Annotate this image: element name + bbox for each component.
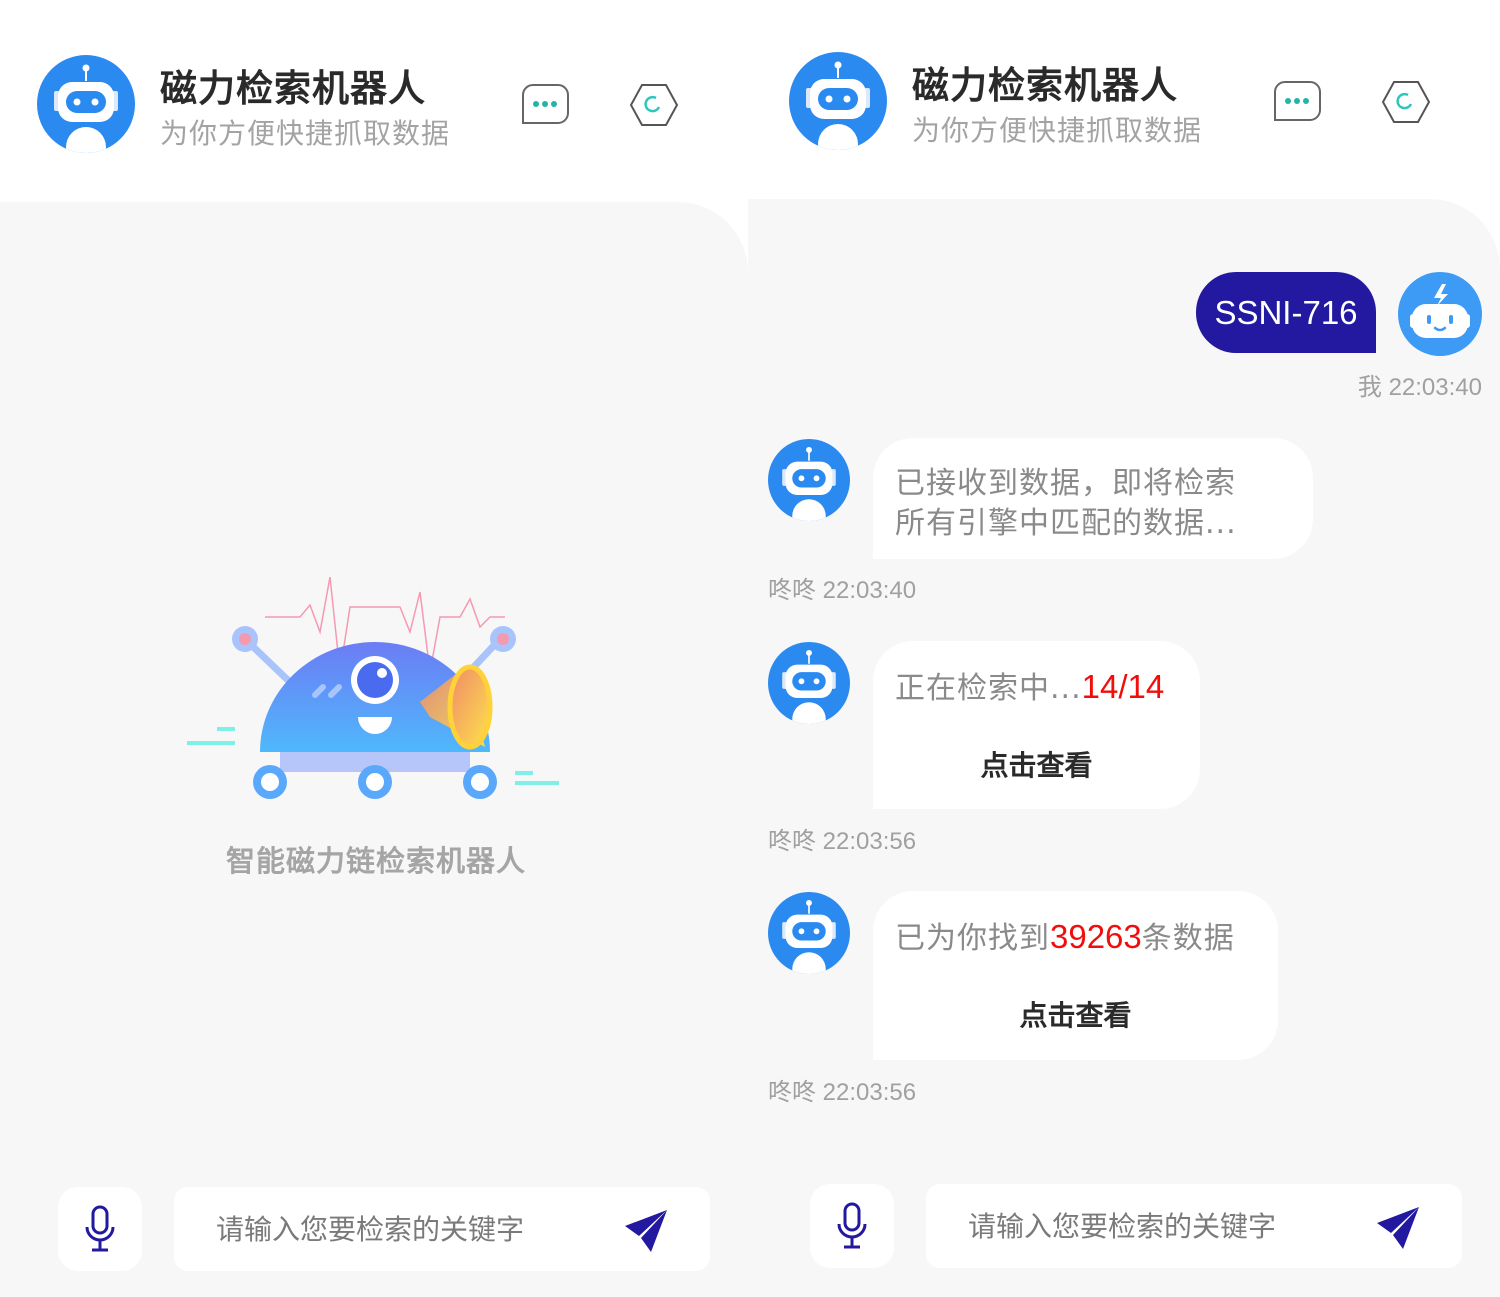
hexagon-refresh-icon: [629, 84, 679, 126]
app-title: 磁力检索机器人: [160, 67, 426, 110]
bot-avatar: [768, 439, 850, 521]
result-prefix: 已为你找到: [895, 921, 1050, 956]
chat-body: SSNI-716 我 22:03:40: [748, 199, 1500, 1297]
chat-bubble-icon: [1274, 81, 1321, 121]
search-input[interactable]: [216, 1187, 596, 1271]
bot-avatar: [768, 892, 850, 974]
voice-input-button[interactable]: [58, 1187, 142, 1271]
bot-message-bubble: 正在检索中...14/14 点击查看: [873, 641, 1200, 809]
input-bar: [58, 1187, 710, 1273]
user-message-bubble: SSNI-716: [1196, 272, 1376, 353]
message-text: 已为你找到39263条数据: [895, 913, 1235, 957]
message-text: 正在检索中...14/14: [895, 663, 1164, 707]
message-text: 所有引擎中匹配的数据...: [895, 506, 1237, 541]
robot-face-avatar-icon: [1410, 284, 1470, 338]
app-header: 磁力检索机器人 为你方便快捷抓取数据: [748, 0, 1500, 200]
progress-count: 14/14: [1081, 668, 1165, 705]
empty-state-caption: 智能磁力链检索机器人: [226, 844, 527, 878]
bot-message-bubble: 已为你找到39263条数据 点击查看: [873, 891, 1278, 1060]
search-input-container: [174, 1187, 710, 1271]
microphone-icon: [837, 1202, 867, 1249]
message-button[interactable]: [1272, 80, 1322, 124]
input-bar: [810, 1184, 1462, 1270]
result-suffix: 条数据: [1141, 921, 1235, 956]
robot-logo-icon: [789, 52, 887, 150]
chat-bubble-icon: [522, 84, 569, 124]
send-button[interactable]: [622, 1205, 672, 1255]
view-results-link[interactable]: 点击查看: [980, 749, 1093, 782]
view-results-link[interactable]: 点击查看: [1019, 999, 1132, 1032]
paper-plane-send-icon: [1377, 1207, 1419, 1249]
hexagon-refresh-icon: [1381, 81, 1431, 123]
chat-screen-conversation: 磁力检索机器人 为你方便快捷抓取数据 SSNI-716: [748, 0, 1500, 1297]
bot-avatar: [768, 642, 850, 724]
bot-message-bubble: 已接收到数据，即将检索 所有引擎中匹配的数据...: [873, 438, 1313, 559]
robot-megaphone-illustration: [185, 576, 565, 811]
paper-plane-send-icon: [625, 1210, 667, 1252]
send-button[interactable]: [1374, 1202, 1424, 1252]
message-meta: 我 22:03:40: [1357, 374, 1482, 401]
voice-input-button[interactable]: [810, 1184, 894, 1268]
chat-body: 智能磁力链检索机器人: [0, 202, 748, 1297]
message-meta: 咚咚 22:03:56: [768, 828, 917, 855]
app-subtitle: 为你方便快捷抓取数据: [160, 117, 451, 150]
refresh-button[interactable]: [1381, 80, 1431, 124]
app-title: 磁力检索机器人: [912, 64, 1178, 107]
refresh-button[interactable]: [629, 83, 679, 127]
result-count: 39263: [1050, 918, 1142, 955]
app-header: 磁力检索机器人 为你方便快捷抓取数据: [0, 0, 748, 200]
user-avatar: [1398, 272, 1482, 356]
chat-screen-empty: 磁力检索机器人 为你方便快捷抓取数据: [0, 0, 748, 1297]
message-meta: 咚咚 22:03:56: [768, 1079, 917, 1106]
status-prefix: 正在检索中...: [895, 671, 1082, 706]
app-subtitle: 为你方便快捷抓取数据: [912, 114, 1203, 147]
message-meta: 咚咚 22:03:40: [768, 577, 917, 604]
search-input[interactable]: [968, 1184, 1348, 1268]
robot-logo-icon: [37, 55, 135, 153]
message-button[interactable]: [520, 83, 570, 127]
search-input-container: [926, 1184, 1462, 1268]
microphone-icon: [85, 1205, 115, 1252]
message-text: 已接收到数据，即将检索: [895, 466, 1236, 501]
